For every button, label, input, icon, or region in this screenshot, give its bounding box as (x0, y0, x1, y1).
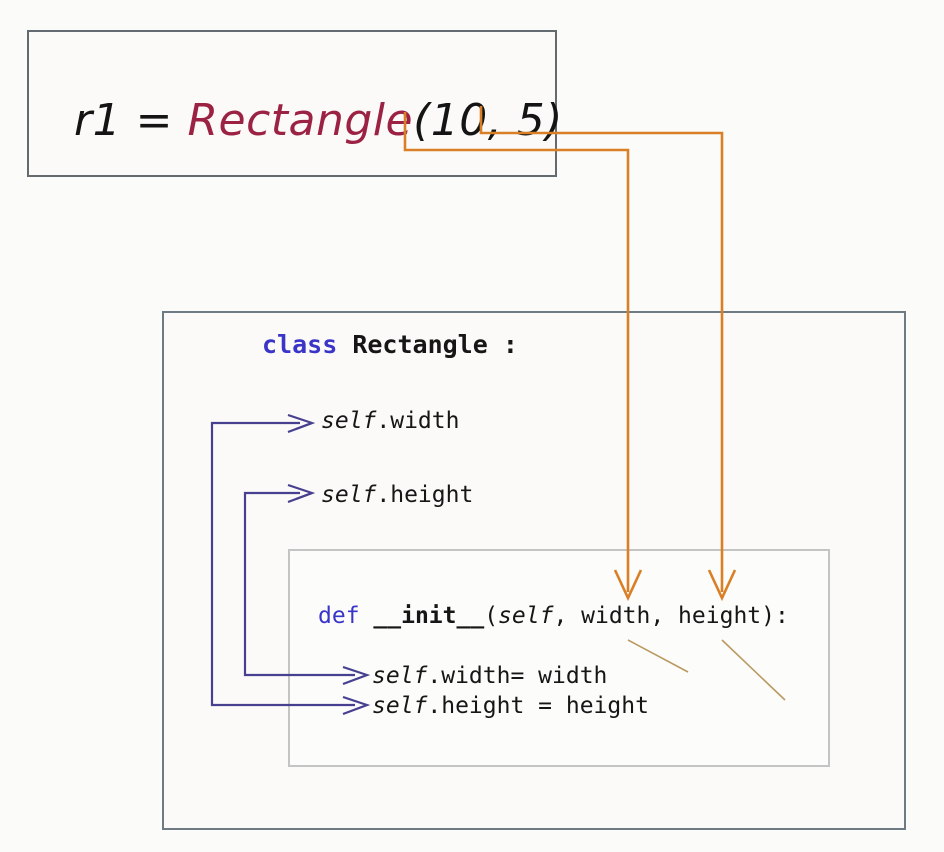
self-token: self (321, 408, 377, 434)
attribute-line-height: self.height (321, 482, 473, 508)
instantiation-statement: r1 = Rectangle(10, 5) (74, 95, 563, 146)
class-header-line: class Rectangle : (262, 330, 518, 359)
params-rest: , width, height): (553, 603, 789, 629)
attribute-line-width: self.width (321, 408, 459, 434)
self-token: self (321, 482, 377, 508)
init-method-box (288, 549, 830, 767)
init-method-name: __init__ (373, 603, 485, 629)
init-signature-line: def __init__(self, width, height): (318, 603, 789, 629)
class-colon: : (487, 330, 518, 359)
attribute-name-width: .width (376, 408, 460, 434)
self-token: self (372, 663, 428, 689)
def-keyword: def (318, 603, 360, 629)
instantiation-box: r1 = Rectangle(10, 5) (27, 30, 562, 177)
class-name: Rectangle (352, 330, 488, 359)
self-token: self (372, 693, 428, 719)
assignment-line-height: self.height = height (372, 693, 649, 719)
assignment-width-rest: .width= width (427, 663, 608, 689)
class-keyword: class (262, 330, 338, 359)
statement-arguments: (10, 5) (413, 95, 563, 146)
statement-prefix: r1 = (74, 95, 188, 146)
assignment-line-width: self.width= width (372, 663, 607, 689)
assignment-height-rest: .height = height (427, 693, 649, 719)
params-open-paren: ( (484, 603, 499, 629)
self-param: self (498, 603, 554, 629)
statement-class-name: Rectangle (187, 95, 414, 146)
attribute-name-height: .height (376, 482, 474, 508)
